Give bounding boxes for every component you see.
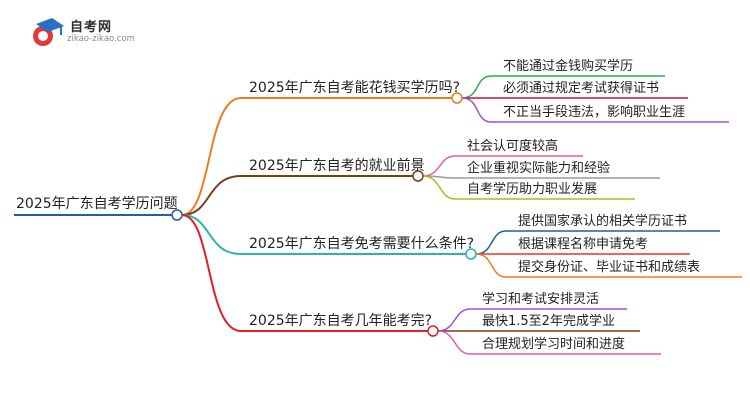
branch-connector — [181, 97, 249, 216]
leaf-label: 提交身份证、毕业证书和成绩表 — [518, 259, 700, 275]
logo-site-url: zikao-zikao.com — [67, 34, 135, 44]
root-label: 2025年广东自考学历问题 — [16, 196, 178, 212]
leaf-connector — [475, 253, 742, 278]
branch-connector — [181, 175, 249, 216]
branch-label: 2025年广东自考几年能考完? — [249, 313, 432, 329]
logo-name: 自考网 — [70, 20, 113, 35]
leaf-connector — [461, 75, 665, 99]
leaf-label: 学习和考试安排灵活 — [482, 291, 599, 307]
root-node[interactable] — [171, 209, 183, 221]
leaf-label: 社会认可度较高 — [467, 138, 558, 154]
leaf-label: 企业重视实际能力和经验 — [467, 160, 610, 176]
leaf-connector — [422, 175, 660, 179]
leaf-label: 合理规划学习时间和进度 — [482, 336, 625, 352]
branch-node[interactable] — [451, 92, 463, 104]
branch-label: 2025年广东自考免考需要什么条件? — [249, 235, 474, 252]
branch-label: 2025年广东自考能花钱买学历吗? — [249, 80, 460, 96]
branch-node[interactable] — [427, 325, 439, 337]
leaf-label: 必须通过规定考试获得证书 — [503, 80, 659, 96]
branch-label: 2025年广东自考的就业前景 — [249, 157, 425, 174]
leaf-label: 最快1.5至2年完成学业 — [482, 313, 615, 329]
leaf-label: 提供国家承认的相关学历证书 — [518, 213, 687, 229]
branch-connector — [181, 214, 249, 255]
graduation-cap-icon — [33, 18, 64, 46]
leaf-label: 根据课程名称申请免考 — [518, 236, 648, 252]
leaf-connector — [461, 97, 729, 123]
mind-map-edges — [14, 75, 742, 355]
leaf-label: 不能通过金钱购买学历 — [503, 58, 633, 74]
branch-node[interactable] — [412, 170, 424, 182]
site-logo[interactable]: 自考网 zikao-zikao.com — [30, 14, 140, 52]
branch-connector — [181, 214, 249, 332]
leaf-connector — [437, 330, 661, 355]
leaf-label: 不正当手段违法，影响职业生涯 — [503, 104, 685, 120]
leaf-label: 自考学历助力职业发展 — [467, 181, 597, 197]
leaf-connector — [422, 155, 583, 177]
leaf-connector — [437, 308, 627, 332]
leaf-connector — [422, 175, 635, 200]
leaf-connector — [475, 230, 720, 255]
branch-node[interactable] — [465, 248, 477, 260]
